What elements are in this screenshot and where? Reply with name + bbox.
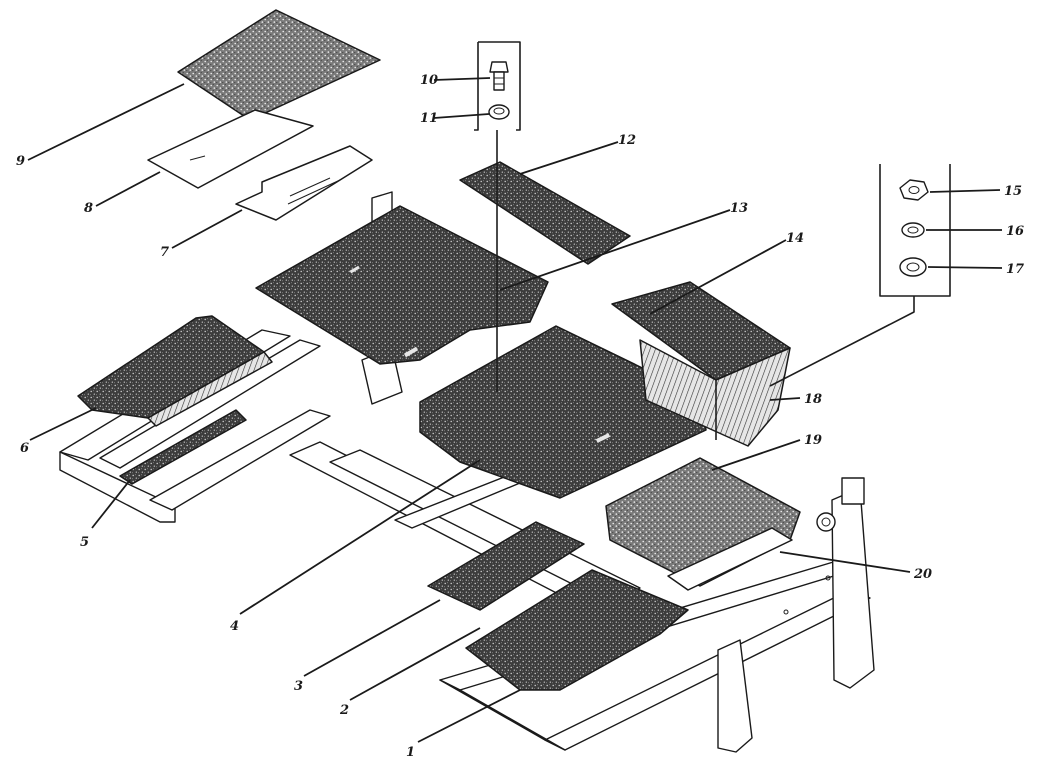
callout-19: 19	[804, 433, 822, 448]
panel-4	[419, 325, 707, 499]
fastener-bracket-right	[478, 41, 521, 131]
panel-7	[235, 145, 373, 221]
callout-2: 2	[339, 703, 349, 718]
callout-15: 15	[1004, 184, 1022, 199]
front-post-cap	[841, 477, 865, 505]
adjuster-knob-center	[821, 517, 831, 527]
callout-13: 13	[730, 201, 748, 216]
callout-12: 12	[618, 133, 636, 148]
panel-8	[147, 109, 314, 189]
callout-10: 10	[420, 73, 438, 88]
bolt-10	[489, 61, 509, 91]
callout-7: 7	[160, 245, 169, 260]
callout-1: 1	[406, 745, 415, 760]
panel-6-edge	[147, 351, 273, 427]
front-end-plate	[439, 679, 566, 751]
callout-18: 18	[804, 392, 822, 407]
washer-11	[488, 104, 510, 120]
panel-6	[77, 315, 265, 419]
fastener-group-leader	[769, 296, 915, 387]
callout-5: 5	[80, 535, 89, 550]
left-crossbeam-2	[149, 409, 331, 511]
panel-12	[459, 161, 631, 265]
callout-9: 9	[16, 154, 25, 169]
washer-16	[901, 222, 925, 238]
callout-8: 8	[84, 201, 93, 216]
callout-14: 14	[786, 231, 804, 246]
panel-9	[177, 9, 381, 121]
callout-4: 4	[230, 619, 239, 634]
callout-17: 17	[1006, 262, 1024, 277]
panel-13	[255, 205, 549, 365]
callout-20: 20	[913, 567, 932, 582]
callout-6: 6	[20, 441, 29, 456]
callout-16: 16	[1006, 224, 1024, 239]
panel-3	[427, 521, 585, 611]
washer-17	[899, 257, 927, 277]
nut-15	[899, 179, 929, 201]
callout-labels: 9 8 7 10 11 12 13 14 15 16 17 18 19 20 6…	[16, 73, 1024, 760]
callout-11: 11	[420, 111, 438, 126]
panel-20	[667, 527, 793, 591]
callout-3: 3	[294, 679, 303, 694]
leader-lines	[27, 77, 1003, 743]
fastener-bracket-left	[474, 42, 479, 131]
front-leg-left	[717, 639, 753, 753]
adjuster-knob	[816, 512, 836, 532]
front-leg-right	[831, 487, 875, 689]
